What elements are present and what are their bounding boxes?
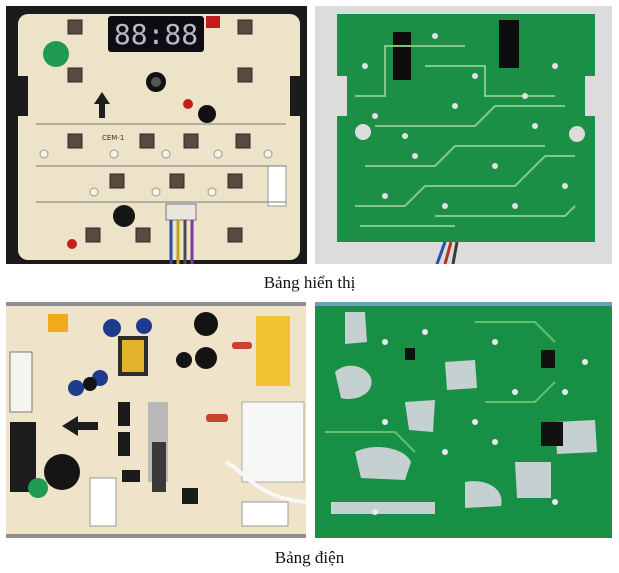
white-relay-box <box>241 401 305 483</box>
arrow-mark <box>62 416 98 436</box>
buzzer <box>44 454 80 490</box>
green-sticker <box>43 41 69 67</box>
display-digits: 88:88 <box>114 18 198 51</box>
relay <box>256 316 290 386</box>
arrow-mark <box>94 92 110 118</box>
ic-chip-right <box>499 20 519 68</box>
connector-left-top <box>9 351 33 413</box>
power-board-back-photo <box>315 302 612 538</box>
display-board-caption: Bảng hiển thị <box>263 273 356 292</box>
ic-chip-left <box>393 32 411 80</box>
ic-chip-top <box>541 350 555 368</box>
model-label: CEM-1 <box>102 134 124 142</box>
display-board-back-pcb <box>337 14 595 242</box>
power-board-caption: Bảng điện <box>274 548 345 567</box>
seven-segment-display <box>108 16 204 52</box>
ic-chip-middle <box>541 422 563 446</box>
display-board-pcb <box>18 14 300 260</box>
buzzer <box>113 205 135 227</box>
display-board-front-photo: 88:88 <box>6 6 307 264</box>
display-board-back-photo <box>315 6 612 264</box>
power-board-front-photo <box>6 302 306 538</box>
